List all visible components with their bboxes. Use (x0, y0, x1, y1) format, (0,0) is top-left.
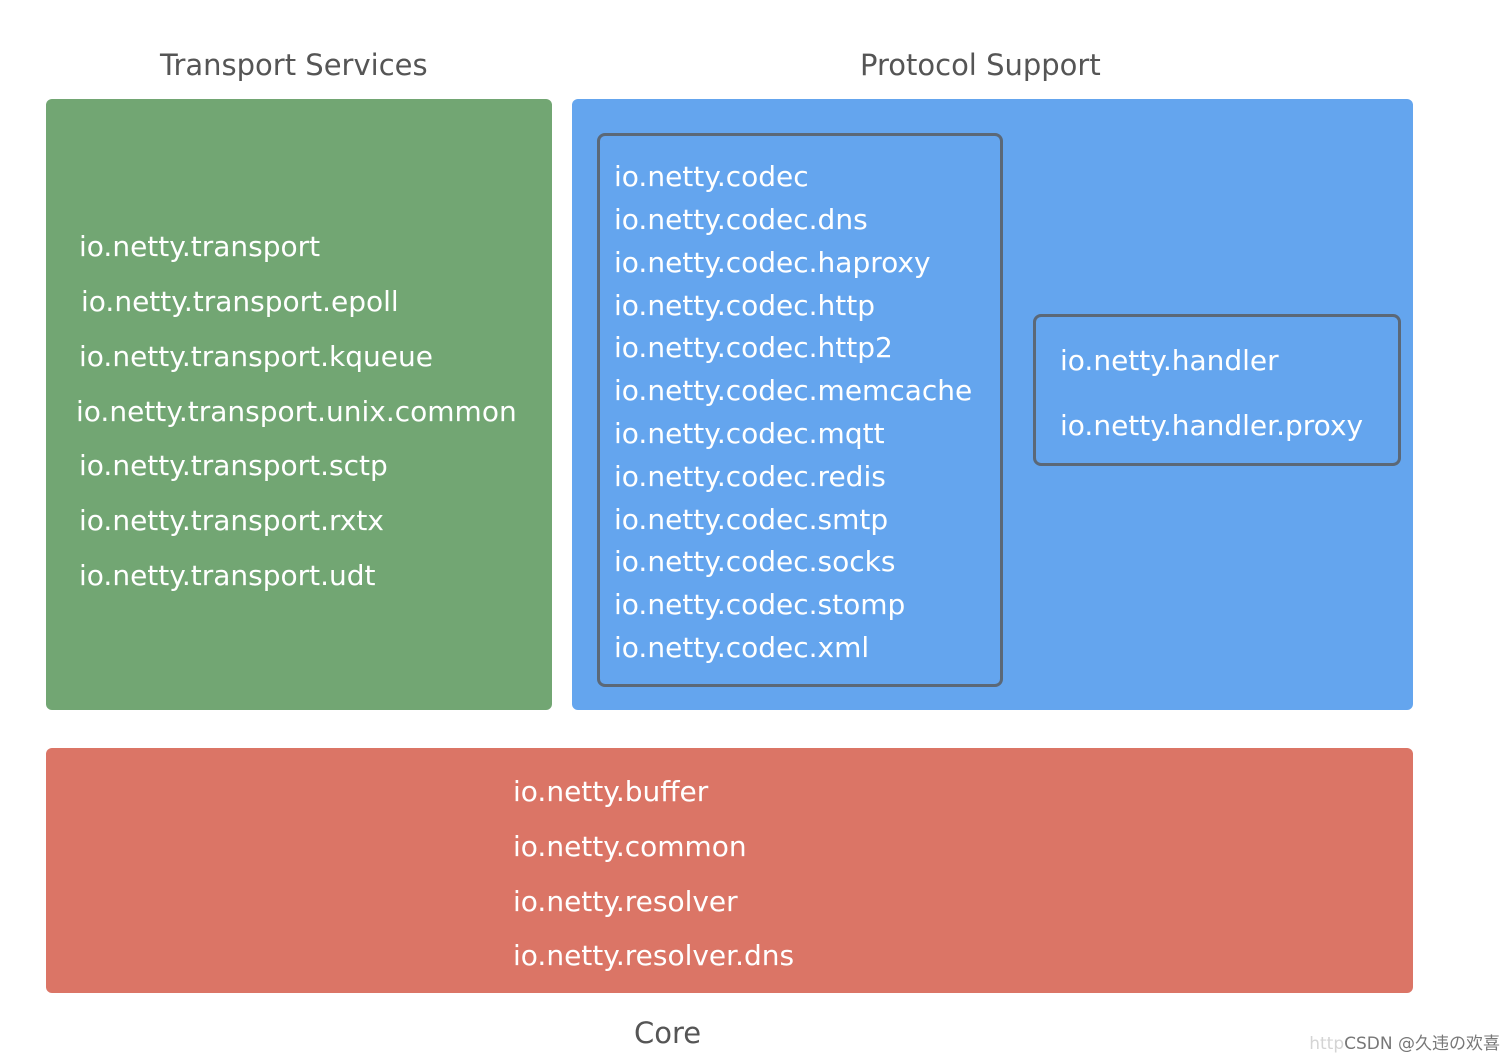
handler-package: io.netty.handler (1060, 344, 1279, 377)
handler-group-box: io.netty.handler io.netty.handler.proxy (1033, 314, 1401, 466)
core-panel: io.netty.buffer io.netty.common io.netty… (46, 748, 1413, 993)
core-package: io.netty.resolver.dns (513, 939, 795, 972)
codec-package: io.netty.codec.smtp (614, 503, 889, 536)
codec-package: io.netty.codec (614, 160, 809, 193)
watermark-prefix: http (1309, 1034, 1345, 1054)
codec-package: io.netty.codec.memcache (614, 374, 973, 407)
transport-package: io.netty.transport.rxtx (79, 504, 384, 537)
transport-package: io.netty.transport (79, 230, 321, 263)
protocol-support-panel: io.netty.codec io.netty.codec.dns io.net… (572, 99, 1413, 710)
codec-package: io.netty.codec.mqtt (614, 417, 885, 450)
transport-package: io.netty.transport.unix.common (76, 395, 517, 428)
codec-group-box: io.netty.codec io.netty.codec.dns io.net… (597, 133, 1003, 687)
core-package: io.netty.buffer (513, 775, 709, 808)
watermark-text: CSDN @久违の欢喜 (1344, 1034, 1500, 1054)
transport-services-panel: io.netty.transport io.netty.transport.ep… (46, 99, 552, 710)
protocol-support-heading: Protocol Support (860, 48, 1101, 82)
codec-package: io.netty.codec.xml (614, 631, 870, 664)
transport-package: io.netty.transport.epoll (81, 285, 399, 318)
codec-package: io.netty.codec.http2 (614, 331, 893, 364)
codec-package: io.netty.codec.redis (614, 460, 886, 493)
core-package: io.netty.resolver (513, 885, 738, 918)
transport-package: io.netty.transport.udt (79, 559, 376, 592)
handler-package: io.netty.handler.proxy (1060, 409, 1364, 442)
transport-package: io.netty.transport.kqueue (79, 340, 433, 373)
transport-services-heading: Transport Services (160, 48, 428, 82)
codec-package: io.netty.codec.socks (614, 545, 896, 578)
csdn-watermark: httpCSDN @久违の欢喜 (1309, 1029, 1500, 1054)
core-heading: Core (634, 1016, 702, 1050)
codec-package: io.netty.codec.dns (614, 203, 868, 236)
core-package: io.netty.common (513, 830, 747, 863)
transport-package: io.netty.transport.sctp (79, 449, 388, 482)
codec-package: io.netty.codec.stomp (614, 588, 906, 621)
codec-package: io.netty.codec.http (614, 289, 876, 322)
codec-package: io.netty.codec.haproxy (614, 246, 931, 279)
